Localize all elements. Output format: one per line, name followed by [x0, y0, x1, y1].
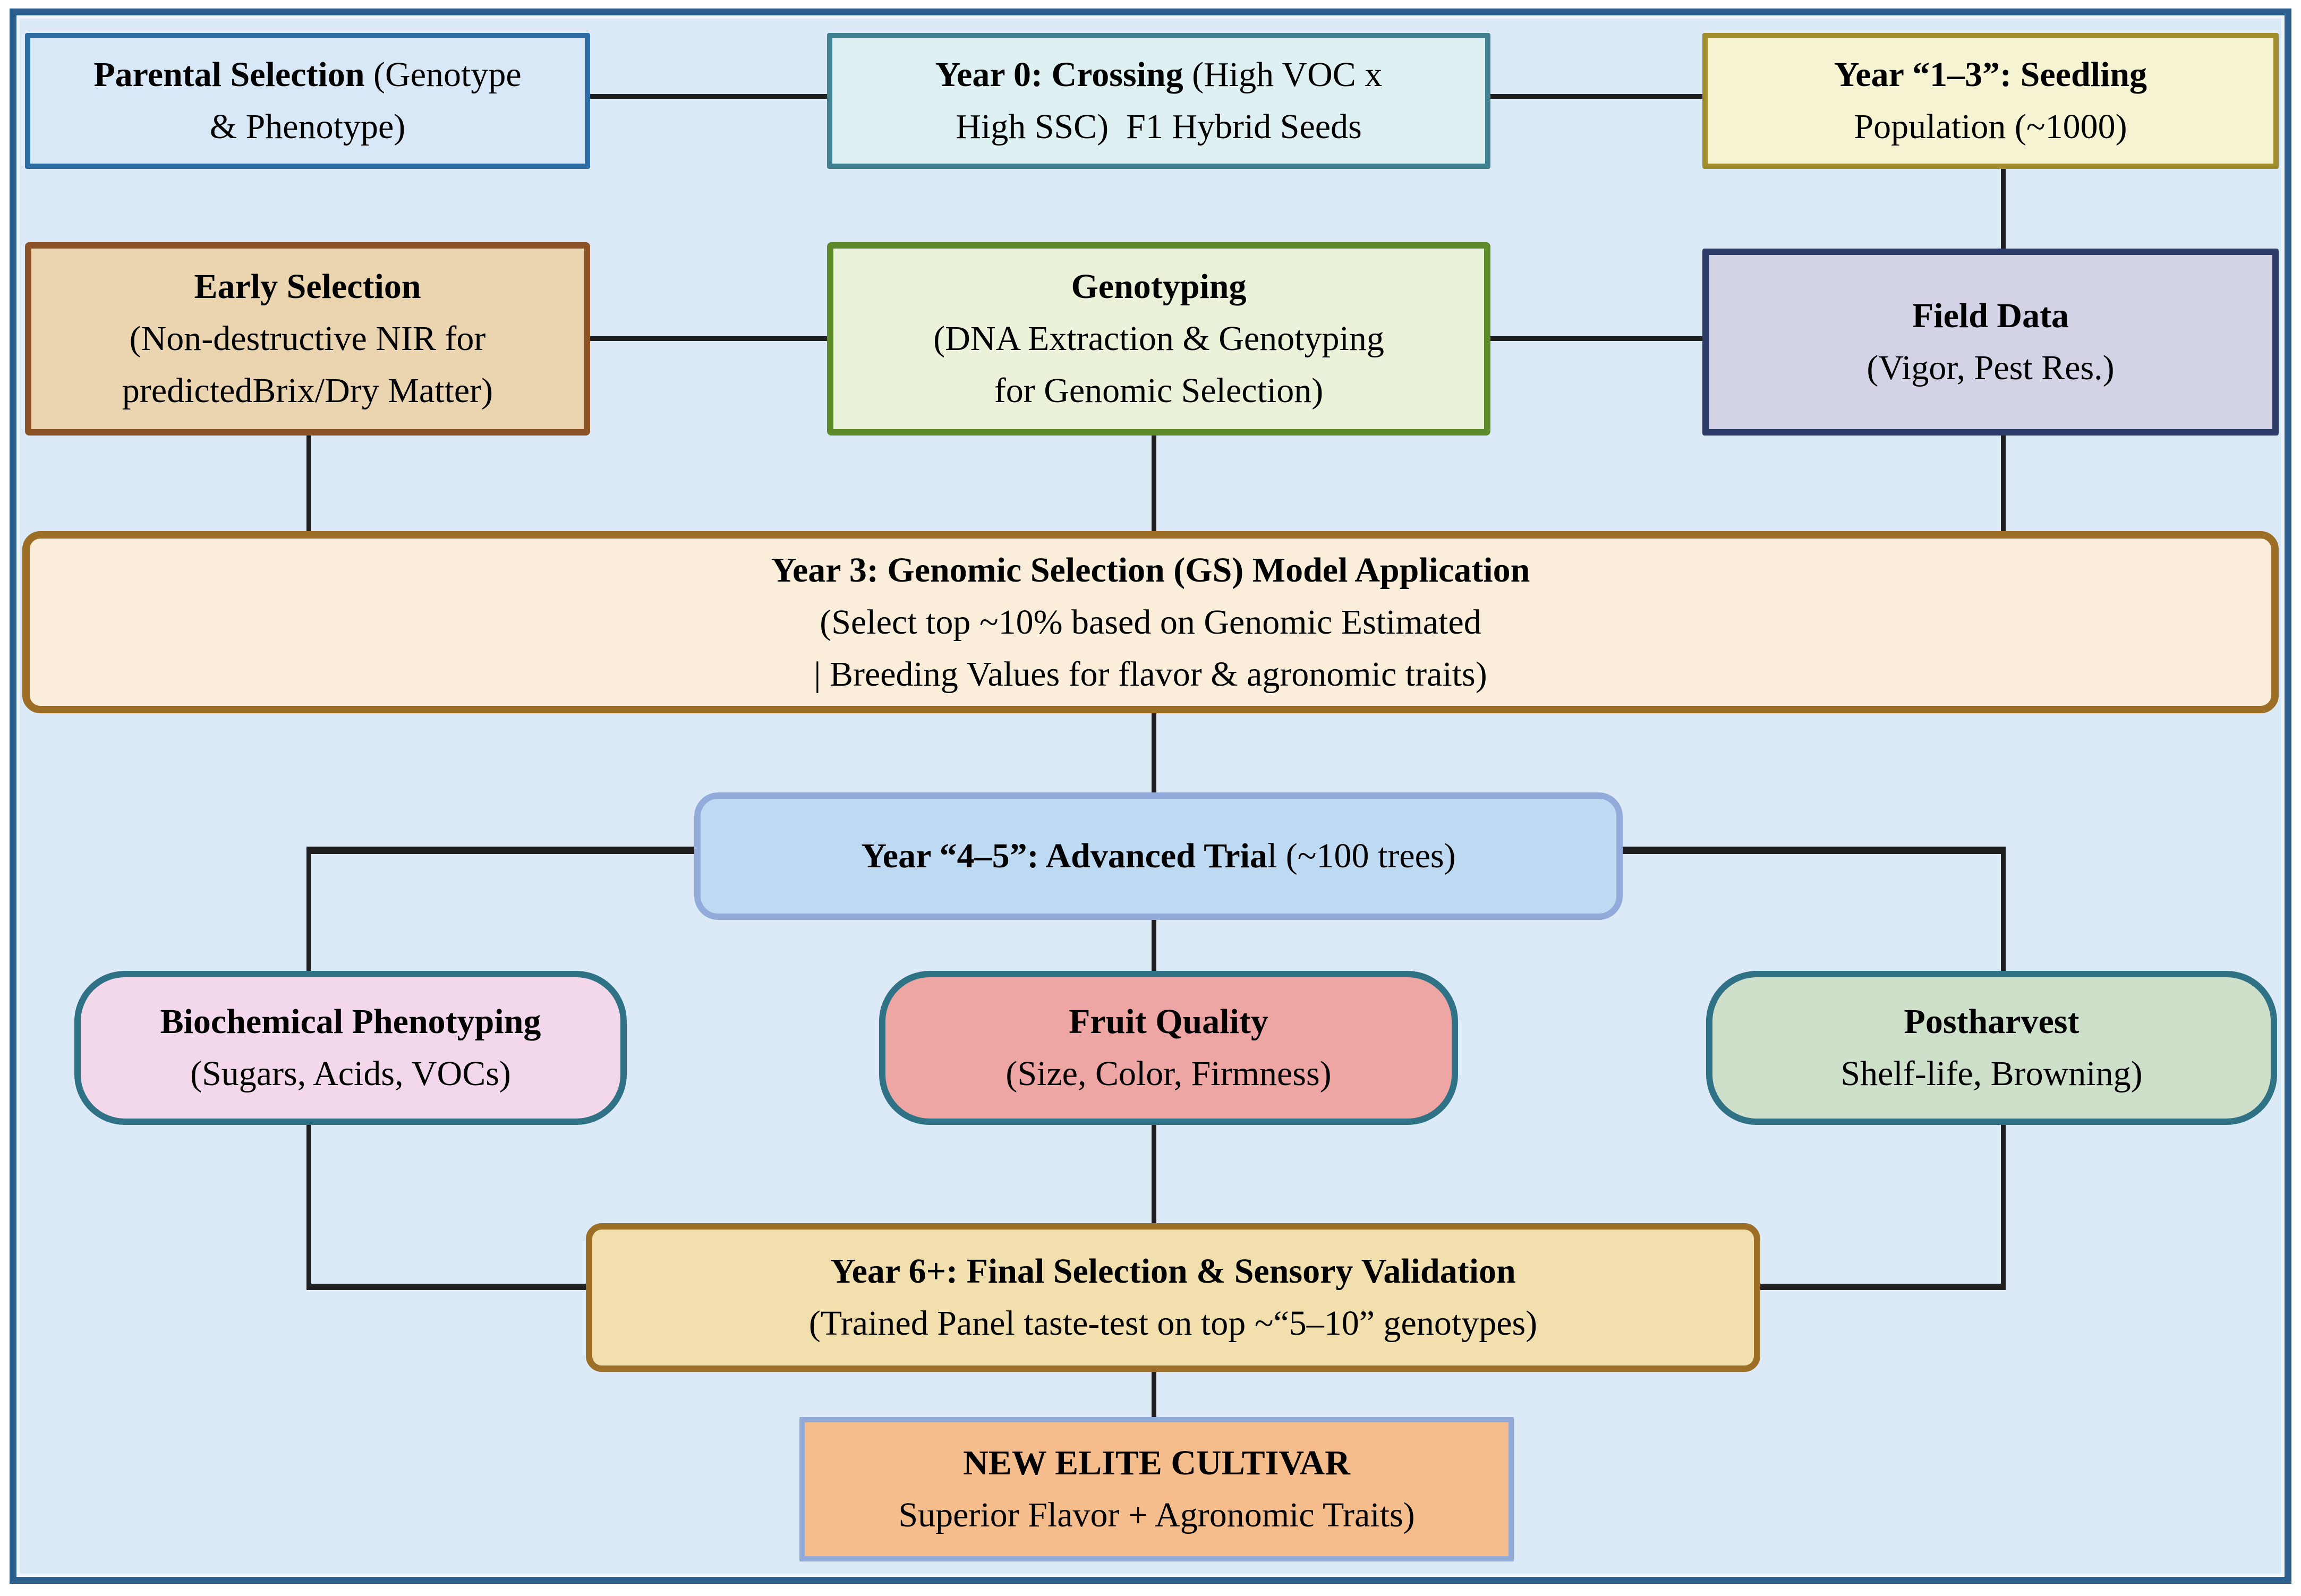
node-fruit-quality: Fruit Quality (Size, Color, Firmness) [879, 971, 1458, 1125]
node-seedling-population: Year “1–3”: Seedling Population (~1000) [1702, 33, 2279, 169]
node-text: (DNA Extraction & Genotyping [933, 319, 1384, 358]
node-text: (Non-destructive NIR for [129, 319, 486, 358]
node-field-data: Field Data (Vigor, Pest Res.) [1702, 249, 2279, 436]
node-text: Field Data [1912, 296, 2069, 335]
connector-to-postharvest [2001, 847, 2006, 971]
connector-to-biochemical-phenotyping [306, 847, 311, 971]
connector-fruit-quality-to-final-selection [1152, 1125, 1156, 1223]
node-early-selection: Early Selection (Non-destructive NIR for… [25, 242, 590, 436]
node-text: (Select top ~10% based on Genomic Estima… [820, 602, 1481, 642]
node-text: for Genomic Selection) [994, 371, 1324, 410]
node-text: Genotyping [1071, 267, 1247, 306]
node-text: NEW ELITE CULTIVAR [963, 1444, 1350, 1482]
connector-biochemical-down [306, 1125, 311, 1290]
connector-parental-to-crossing [590, 94, 827, 99]
node-text: (Size, Color, Firmness) [1005, 1054, 1332, 1093]
node-text: Year 6+: Final Selection & Sensory Valid… [830, 1252, 1516, 1291]
node-text: Superior Flavor + Agronomic Traits) [898, 1496, 1415, 1534]
node-text: (Vigor, Pest Res.) [1867, 348, 2115, 387]
node-text: Year 3: Genomic Selection (GS) Model App… [771, 550, 1530, 590]
connector-final-selection-to-elite-cultivar [1152, 1372, 1156, 1417]
node-text: | Breeding Values for flavor & agronomic… [814, 654, 1487, 694]
connector-biochemical-to-final-selection [306, 1284, 586, 1290]
connector-postharvest-to-final-selection [1760, 1284, 2006, 1290]
connector-early-to-genotyping [590, 336, 827, 341]
node-text: High SSC) F1 Hybrid Seeds [956, 107, 1362, 146]
node-text: Parental Selection (Genotype [93, 55, 522, 94]
connector-advanced-trial-right-branch [1623, 847, 2006, 854]
node-text: Postharvest [1904, 1002, 2080, 1041]
connector-early-to-gs-model [306, 436, 311, 531]
node-text: Population (~1000) [1854, 107, 2127, 146]
connector-crossing-to-seedling [1490, 94, 1702, 99]
node-new-elite-cultivar: NEW ELITE CULTIVAR Superior Flavor + Agr… [799, 1417, 1514, 1561]
node-parental-selection: Parental Selection (Genotype & Phenotype… [25, 33, 590, 169]
connector-postharvest-down [2001, 1125, 2006, 1290]
connector-seedling-to-field-data [2001, 169, 2006, 249]
node-genomic-selection-model: Year 3: Genomic Selection (GS) Model App… [22, 531, 2279, 713]
node-text: (Trained Panel taste-test on top ~“5–10”… [808, 1304, 1538, 1343]
node-genotyping: Genotyping (DNA Extraction & Genotyping … [827, 242, 1490, 436]
node-year0-crossing: Year 0: Crossing (High VOC x High SSC) F… [827, 33, 1490, 169]
connector-field-data-to-gs-model [2001, 436, 2006, 531]
connector-genotyping-to-gs-model [1152, 436, 1156, 531]
connector-genotyping-to-field-data [1490, 336, 1702, 341]
node-advanced-trial: Year “4–5”: Advanced Trial (~100 trees) [694, 792, 1623, 920]
node-final-selection-sensory-validation: Year 6+: Final Selection & Sensory Valid… [586, 1223, 1760, 1372]
node-text: (Sugars, Acids, VOCs) [190, 1054, 511, 1093]
node-text: Year “4–5”: Advanced Trial (~100 trees) [861, 837, 1456, 875]
connector-advanced-trial-to-fruit-quality [1152, 920, 1156, 971]
node-biochemical-phenotyping: Biochemical Phenotyping (Sugars, Acids, … [74, 971, 627, 1125]
node-text: Shelf-life, Browning) [1840, 1054, 2143, 1093]
node-postharvest: Postharvest Shelf-life, Browning) [1706, 971, 2277, 1125]
node-text: Early Selection [194, 267, 421, 306]
node-text: Year “1–3”: Seedling [1834, 55, 2147, 94]
node-text: & Phenotype) [209, 107, 406, 146]
node-text: Biochemical Phenotyping [160, 1002, 541, 1041]
connector-gs-model-to-advanced-trial [1152, 713, 1156, 792]
node-text: Year 0: Crossing (High VOC x [935, 55, 1383, 94]
node-text: Fruit Quality [1069, 1002, 1268, 1041]
connector-advanced-trial-left-branch [306, 847, 694, 854]
node-text: predictedBrix/Dry Matter) [122, 371, 493, 410]
